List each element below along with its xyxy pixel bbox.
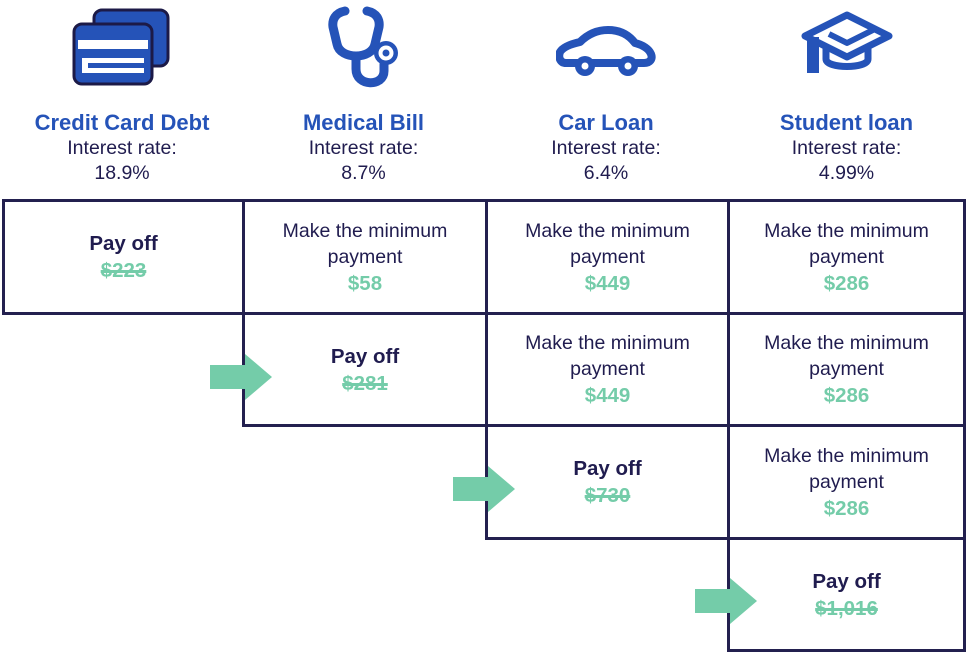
- column-header-medical-bill: Medical Bill Interest rate: 8.7%: [242, 0, 485, 196]
- payoff-amount: $730: [584, 484, 631, 507]
- interest-rate-label: Interest rate:: [791, 137, 902, 159]
- payoff-amount: $223: [100, 259, 147, 282]
- minimum-payment-label: Make the minimum payment: [525, 332, 690, 380]
- interest-rate-value: 18.9%: [94, 162, 150, 184]
- column-title: Car Loan: [558, 110, 654, 135]
- cell-payoff-student: Pay off $1,016: [727, 537, 966, 652]
- cell-minimum-student-row3: Make the minimum payment $286: [727, 424, 966, 540]
- minimum-payment-amount: $449: [584, 271, 631, 295]
- cell-payoff-medical: Pay off $281: [242, 312, 488, 427]
- column-header-car-loan: Car Loan Interest rate: 6.4%: [485, 0, 727, 196]
- graduation-cap-icon: [727, 0, 966, 104]
- interest-rate-value: 4.99%: [818, 162, 875, 184]
- minimum-payment-label: Make the minimum payment: [764, 444, 929, 493]
- cell-minimum-student-row2: Make the minimum payment $286: [727, 312, 966, 427]
- cell-payoff-credit-card: Pay off $223: [2, 199, 245, 315]
- interest-rate-value: 6.4%: [583, 162, 629, 184]
- payoff-amount: $1,016: [815, 596, 878, 620]
- car-icon: [485, 0, 727, 104]
- minimum-payment-label: Make the minimum payment: [764, 219, 929, 268]
- column-title: Student loan: [779, 110, 914, 135]
- cell-minimum-car-row1: Make the minimum payment $449: [485, 199, 730, 315]
- minimum-payment-amount: $286: [823, 271, 870, 295]
- minimum-payment-label: Make the minimum payment: [764, 332, 929, 380]
- minimum-payment-label: Make the minimum payment: [282, 219, 448, 268]
- column-title: Credit Card Debt: [34, 110, 210, 135]
- minimum-payment-amount: $449: [584, 384, 631, 407]
- credit-card-icon: [2, 0, 242, 104]
- interest-rate-label: Interest rate:: [551, 137, 661, 159]
- column-header-student-loan: Student loan Interest rate: 4.99%: [727, 0, 966, 196]
- interest-rate-value: 8.7%: [341, 162, 386, 184]
- arrow-right-icon: [453, 466, 515, 512]
- arrow-right-icon: [695, 578, 757, 624]
- cell-minimum-medical-row1: Make the minimum payment $58: [242, 199, 488, 315]
- payoff-label: Pay off: [812, 569, 881, 593]
- minimum-payment-amount: $286: [823, 384, 870, 407]
- interest-rate-label: Interest rate:: [67, 137, 177, 159]
- minimum-payment-amount: $286: [823, 496, 870, 520]
- column-header-credit-card: Credit Card Debt Interest rate: 18.9%: [2, 0, 242, 196]
- cell-minimum-student-row1: Make the minimum payment $286: [727, 199, 966, 315]
- stethoscope-icon: [242, 0, 485, 104]
- arrow-right-icon: [210, 354, 272, 400]
- payoff-amount: $281: [342, 371, 388, 395]
- payoff-label: Pay off: [330, 344, 400, 368]
- minimum-payment-amount: $58: [347, 271, 383, 295]
- payoff-label: Pay off: [573, 457, 642, 480]
- cell-payoff-car: Pay off $730: [485, 424, 730, 540]
- minimum-payment-label: Make the minimum payment: [525, 219, 690, 268]
- cell-minimum-car-row2: Make the minimum payment $449: [485, 312, 730, 427]
- column-title: Medical Bill: [302, 110, 425, 135]
- payoff-label: Pay off: [89, 232, 158, 255]
- interest-rate-label: Interest rate:: [308, 137, 419, 159]
